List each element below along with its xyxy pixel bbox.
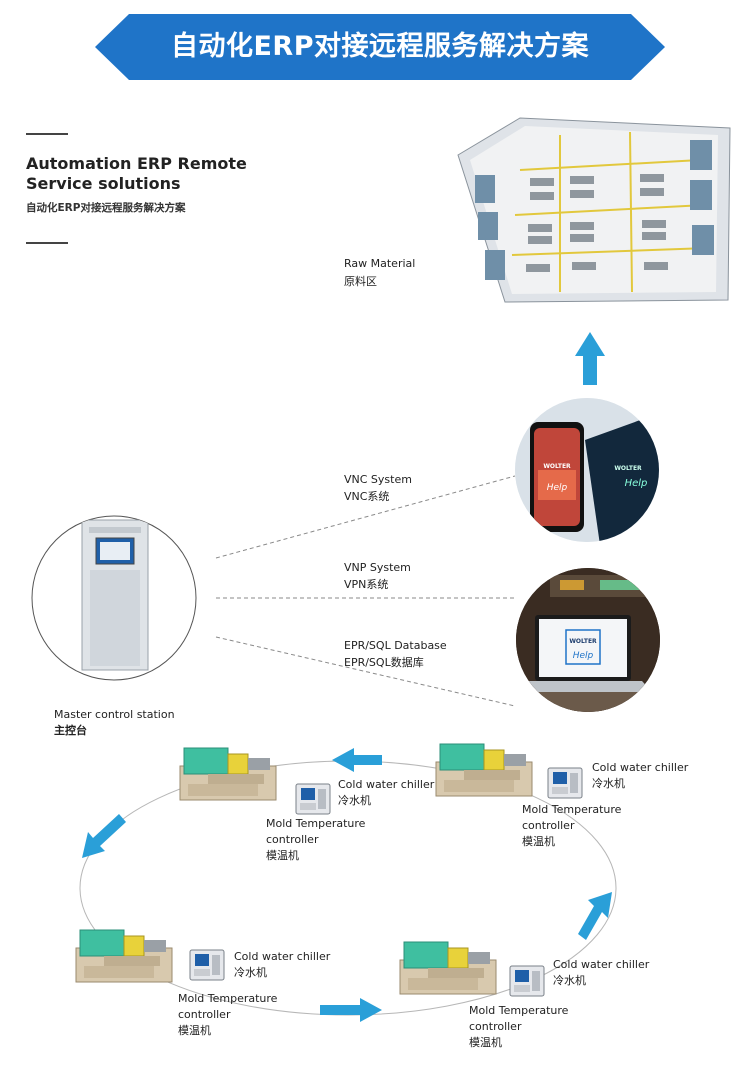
mold-label-4-line2: controller [469, 1020, 522, 1033]
svg-text:Help: Help [625, 478, 648, 489]
mold-label-2-cn: 模温机 [522, 835, 555, 848]
mold-controller-label-1: Mold Temperature controller 模温机 [266, 816, 365, 864]
mold-label-3-line2: controller [178, 1008, 231, 1021]
link-line-database [215, 636, 516, 707]
heading-bottom-rule [26, 242, 68, 244]
factory-floor-plan-image [457, 117, 731, 303]
banner-title: 自动化ERP对接远程服务解决方案 [170, 31, 590, 62]
heading-top-rule [26, 133, 68, 135]
arrow-left [332, 748, 382, 772]
vnc-system-label-cn: VNC系统 [344, 490, 390, 503]
vpn-system-label-cn: VPN系统 [344, 578, 389, 591]
raw-material-label-cn: 原料区 [344, 275, 377, 288]
master-control-station-image [31, 515, 197, 681]
database-label-cn: EPR/SQL数据库 [344, 656, 424, 669]
chiller-unit-2 [547, 767, 583, 799]
mold-label-3-cn: 模温机 [178, 1024, 211, 1037]
chiller-label-4-cn: 冷水机 [553, 974, 586, 987]
injection-machine-bottom-right [399, 941, 497, 995]
arrow-right [320, 998, 382, 1022]
svg-text:WOLTER: WOLTER [614, 465, 642, 472]
svg-text:Help: Help [547, 483, 568, 493]
raw-material-label: Raw Material [344, 257, 416, 270]
laptop-workstation-image: WOLTER Help [516, 568, 660, 712]
svg-text:WOLTER: WOLTER [543, 463, 571, 470]
link-line-vnc [215, 475, 516, 559]
chiller-label-1-cn: 冷水机 [338, 794, 371, 807]
master-station-label-cn: 主控台 [54, 724, 87, 737]
mold-label-4-cn: 模温机 [469, 1036, 502, 1049]
mold-label-2-line2: controller [522, 819, 575, 832]
arrow-down-left [82, 814, 126, 858]
chiller-unit-3 [189, 949, 225, 981]
vpn-system-label: VNP System [344, 561, 411, 574]
svg-text:Help: Help [573, 651, 594, 661]
mold-controller-label-2: Mold Temperature controller 模温机 [522, 802, 621, 850]
heading-title: Automation ERP Remote Service solutions [26, 154, 286, 194]
mold-label-1-line2: controller [266, 833, 319, 846]
master-station-label: Master control station [54, 708, 175, 721]
mold-controller-label-4: Mold Temperature controller 模温机 [469, 1003, 568, 1051]
mold-controller-label-3: Mold Temperature controller 模温机 [178, 991, 277, 1039]
chiller-unit-1 [295, 783, 331, 815]
remote-device-image: WOLTER Help WOLTER Help [515, 398, 659, 542]
database-label: EPR/SQL Database [344, 639, 447, 652]
mold-label-1-line1: Mold Temperature [266, 817, 366, 830]
chiller-label-4: Cold water chiller [553, 958, 650, 971]
vnc-system-label: VNC System [344, 473, 412, 486]
heading-title-line2: Service solutions [26, 174, 181, 193]
injection-machine-top-right [435, 743, 533, 797]
injection-machine-top-left [179, 747, 277, 801]
mold-label-2-line1: Mold Temperature [522, 803, 622, 816]
chiller-label-2-cn: 冷水机 [592, 777, 625, 790]
chiller-label-1: Cold water chiller [338, 778, 435, 791]
banner-shape [95, 14, 665, 80]
mold-label-3-line1: Mold Temperature [178, 992, 278, 1005]
svg-text:WOLTER: WOLTER [569, 638, 597, 645]
chiller-label-3-cn: 冷水机 [234, 966, 267, 979]
arrow-up [575, 332, 605, 385]
chiller-unit-4 [509, 965, 545, 997]
heading-title-line1: Automation ERP Remote [26, 154, 247, 173]
heading-subtitle: 自动化ERP对接远程服务解决方案 [26, 202, 186, 214]
mold-label-1-cn: 模温机 [266, 849, 299, 862]
chiller-label-2: Cold water chiller [592, 761, 689, 774]
mold-label-4-line1: Mold Temperature [469, 1004, 569, 1017]
arrow-up-right [578, 892, 612, 940]
injection-machine-bottom-left [75, 929, 173, 983]
chiller-label-3: Cold water chiller [234, 950, 331, 963]
